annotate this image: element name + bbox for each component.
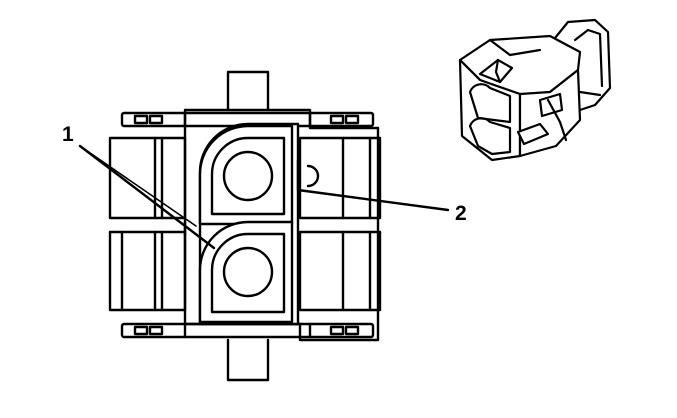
bottom-latch-tab — [226, 338, 270, 382]
callout-1-label: 1 — [62, 123, 74, 146]
right-lower-block — [298, 230, 382, 312]
bottom-rail — [120, 322, 375, 339]
terminal-position-key — [296, 158, 320, 192]
top-latch-tab — [226, 70, 270, 112]
callout-2-label: 2 — [455, 202, 467, 225]
connector-face-view — [108, 70, 382, 382]
upper-terminal-cavity — [198, 124, 294, 226]
connector-isometric-view — [458, 18, 612, 162]
left-lower-block — [108, 230, 187, 312]
lower-terminal-cavity — [198, 220, 294, 324]
callout-2-leader — [296, 188, 450, 212]
right-upper-block — [298, 136, 382, 220]
left-upper-block — [108, 136, 187, 220]
callout-1-leader-2 — [79, 145, 197, 227]
callout-1 — [78, 144, 216, 250]
callout-2 — [296, 188, 450, 212]
callout-1-leader — [78, 144, 216, 250]
